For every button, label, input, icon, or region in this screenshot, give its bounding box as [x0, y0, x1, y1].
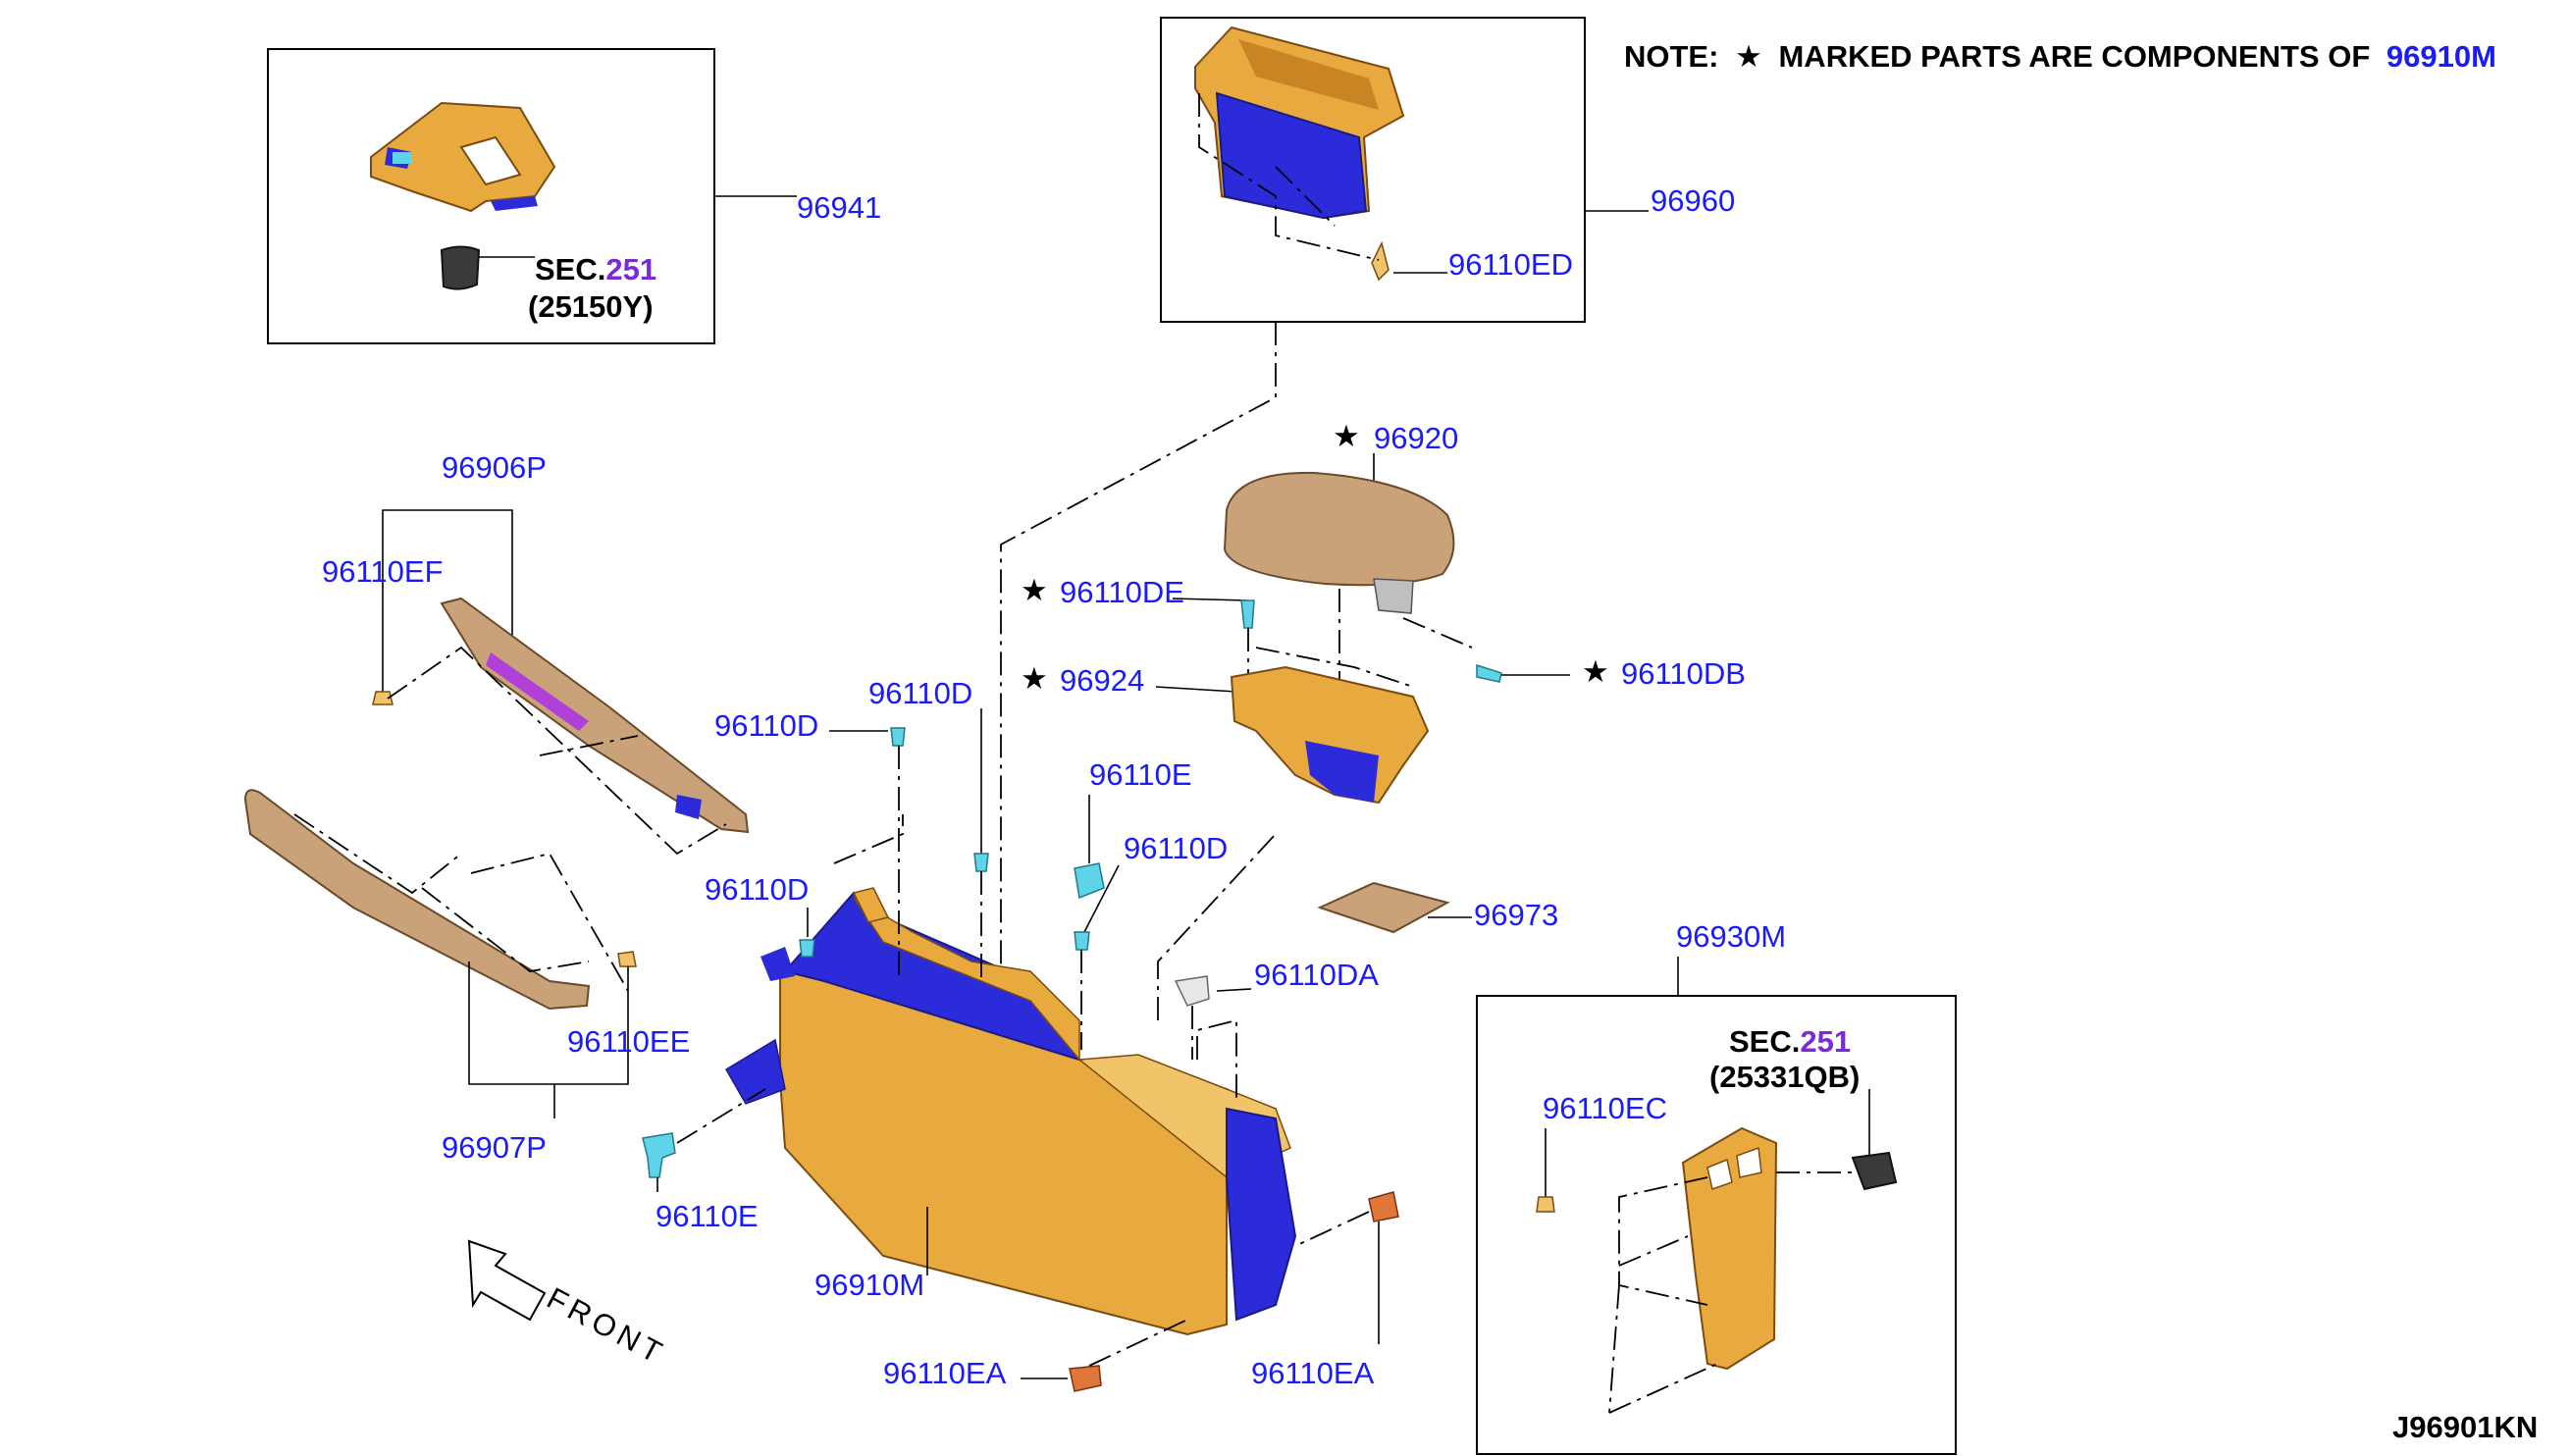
front-arrow-icon — [467, 1239, 547, 1322]
inset-box-96941: SEC.251 (25150Y) — [267, 48, 715, 344]
part-96907P: 96907P — [442, 1130, 547, 1165]
part-96110EF: 96110EF — [322, 554, 444, 589]
part-96110DA: 96110DA — [1254, 958, 1379, 992]
part-96110EC: 96110EC — [1543, 1091, 1667, 1125]
part-96110E-bot: 96110E — [656, 1199, 759, 1233]
inset-box-96960: 96110ED — [1160, 17, 1586, 323]
trim-96907P: 96110EE 96907P — [243, 789, 690, 1165]
part-96110DE: 96110DE — [1060, 575, 1184, 609]
front-label: FRONT — [542, 1280, 672, 1372]
star-icon: ★ — [1735, 39, 1762, 74]
sec-251-label: SEC.251 — [535, 252, 656, 286]
note-text: MARKED PARTS ARE COMPONENTS OF — [1778, 39, 2370, 74]
part-96110ED: 96110ED — [1448, 247, 1573, 282]
star-icon: ★ — [1333, 419, 1360, 453]
armrest-group: ★ 96920 ★ 96110DB — [1223, 419, 1746, 691]
console-96910M — [724, 814, 1297, 1336]
part-96110EA-right: 96110EA — [1251, 1356, 1375, 1390]
sec-code-25331qb: (25331QB) — [1709, 1060, 1860, 1094]
part-96906P: 96906P — [442, 450, 547, 485]
part-96910M: 96910M — [814, 1268, 924, 1302]
sec-251-label: SEC.251 — [1729, 1024, 1851, 1059]
part-96110EE: 96110EE — [567, 1024, 690, 1059]
part-96110DB: 96110DB — [1621, 656, 1746, 691]
star-icon: ★ — [1582, 654, 1609, 689]
part-96941: 96941 — [797, 190, 881, 225]
note-ref: 96910M — [2386, 39, 2496, 74]
note: NOTE: ★ MARKED PARTS ARE COMPONENTS OF 9… — [1624, 39, 2496, 74]
part-96920: 96920 — [1374, 421, 1458, 455]
part-96110D-d: 96110D — [705, 872, 809, 907]
star-icon: ★ — [1021, 573, 1048, 607]
part-96110EA-left: 96110EA — [883, 1356, 1007, 1390]
sec-code-25150y: (25150Y) — [528, 289, 654, 324]
part-96110E-top: 96110E — [1089, 757, 1192, 792]
drawing-code: J96901KN — [2392, 1410, 2538, 1444]
part-96960: 96960 — [1651, 183, 1735, 218]
part-96973: 96973 — [1474, 898, 1558, 932]
part-96110D-c: 96110D — [1124, 831, 1228, 865]
part-96924: 96924 — [1060, 663, 1144, 698]
part-96110D-b: 96110D — [868, 676, 972, 710]
note-prefix: NOTE: — [1624, 39, 1718, 74]
star-icon: ★ — [1021, 661, 1048, 696]
inset-box-96930M: SEC.251 (25331QB) 96110EC — [1476, 995, 1957, 1455]
part-96930M: 96930M — [1676, 919, 1786, 954]
part-96110D-a: 96110D — [714, 708, 818, 743]
svg-text:NOTE: ★ MARKED PAR: NOTE: ★ MARKED PARTS ARE COMPONENTS OF 9… — [1624, 39, 2496, 74]
trim-96906P: 96906P 96110EF — [322, 450, 750, 856]
